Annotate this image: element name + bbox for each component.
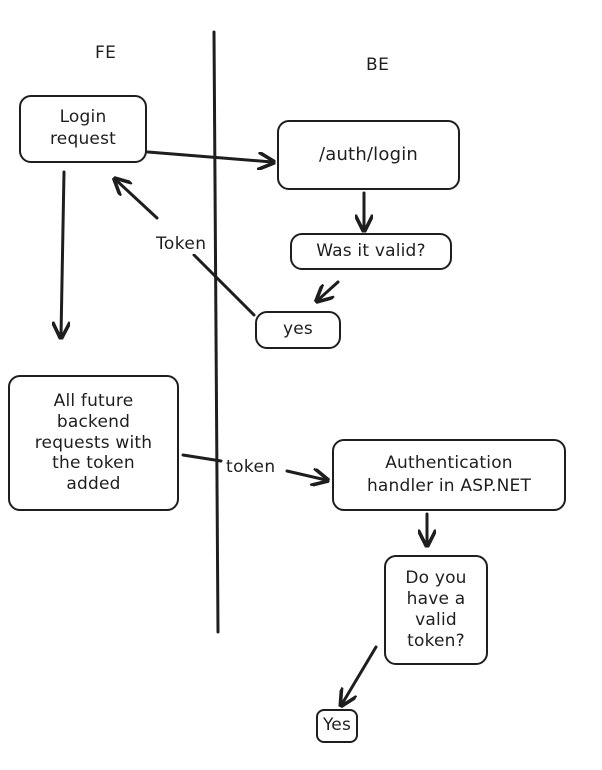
yes-node-1: yes xyxy=(255,311,341,349)
arrow-token-return xyxy=(116,180,159,220)
login-request-node: Login request xyxy=(19,95,147,163)
arrow-valid-to-yes xyxy=(318,280,340,300)
future-requests-node: All future backend requests with the tok… xyxy=(8,375,179,511)
arrow-token-to-handler xyxy=(285,471,326,480)
yes-node-2: Yes xyxy=(316,709,358,743)
arrow-yes-to-login xyxy=(192,253,256,317)
token-forward-label: token xyxy=(224,457,278,477)
arrow-question-to-yes xyxy=(342,645,378,704)
token-return-label: Token xyxy=(154,234,209,254)
fe-lane-label: FE xyxy=(95,43,117,63)
lane-divider xyxy=(212,30,220,634)
arrow-login-to-future xyxy=(61,170,64,336)
be-lane-label: BE xyxy=(366,55,390,75)
have-token-node: Do you have a valid token? xyxy=(384,555,488,665)
was-valid-node: Was it valid? xyxy=(290,233,452,270)
auth-handler-node: Authentication handler in ASP.NET xyxy=(332,439,566,511)
auth-login-node: /auth/login xyxy=(277,120,460,190)
arrow-future-to-token xyxy=(181,453,223,463)
arrow-login-to-auth xyxy=(146,150,272,162)
